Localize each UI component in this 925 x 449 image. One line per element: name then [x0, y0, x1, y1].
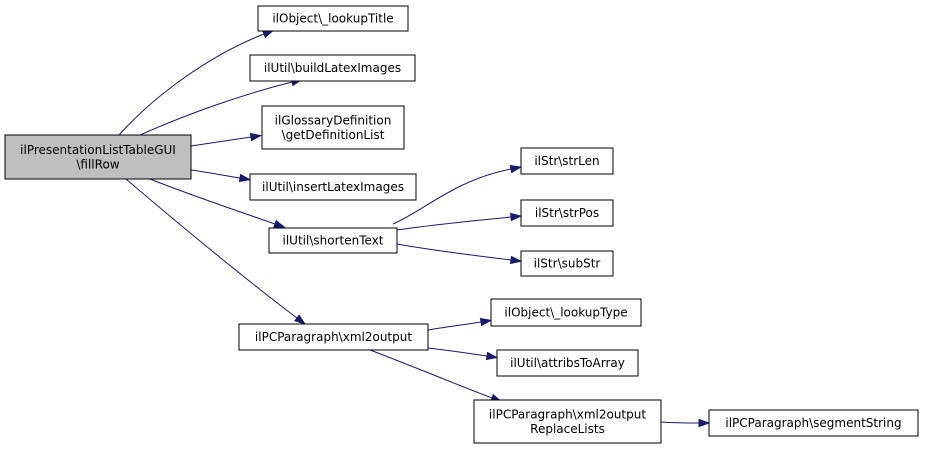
- edge-fill-row-to-lookup-title: [118, 29, 275, 136]
- node-label: ilUtil\attribsToArray: [510, 356, 625, 370]
- node-segment-string[interactable]: ilPCParagraph\segmentString: [708, 409, 919, 437]
- node-box: [249, 54, 416, 82]
- arrow-head: [510, 212, 523, 222]
- node-label: ilUtil\buildLatexImages: [264, 61, 401, 75]
- node-build-latex[interactable]: ilUtil\buildLatexImages: [249, 54, 416, 82]
- node-box: [249, 173, 417, 201]
- node-box: [520, 250, 614, 277]
- edge-shorten-text-to-str-pos: [396, 212, 523, 231]
- edge-line: [190, 136, 252, 147]
- node-fill-row[interactable]: ilPresentationListTableGUI\fillRow: [4, 134, 192, 180]
- arrow-head: [509, 164, 523, 174]
- edge-fill-row-to-glossary-def: [190, 132, 263, 147]
- node-label: ilGlossaryDefinition: [275, 113, 392, 127]
- arrow-head: [485, 351, 499, 361]
- node-label: ilPCParagraph\segmentString: [725, 416, 901, 430]
- node-box: [496, 349, 639, 377]
- node-label: ilStr\strPos: [535, 206, 599, 220]
- node-label: \getDefinitionList: [282, 128, 385, 142]
- arrow-head: [273, 219, 286, 228]
- node-attribs-to-array[interactable]: ilUtil\attribsToArray: [496, 349, 639, 377]
- edge-line: [118, 33, 265, 136]
- edge-line: [139, 81, 293, 136]
- node-str-len[interactable]: ilStr\strLen: [520, 147, 614, 175]
- node-box: [520, 199, 614, 227]
- edge-line: [190, 169, 241, 179]
- arrow-head: [479, 317, 493, 327]
- node-label: ilObject\_lookupTitle: [272, 12, 393, 26]
- node-label: ReplaceLists: [530, 422, 605, 436]
- node-shorten-text[interactable]: ilUtil\shortenText: [268, 227, 398, 254]
- node-box: [520, 147, 614, 175]
- node-label: \fillRow: [76, 157, 119, 171]
- edge-shorten-text-to-str-len: [392, 164, 523, 225]
- node-layer: ilPresentationListTableGUI\fillRow ilObje…: [4, 5, 919, 444]
- edge-line: [396, 216, 512, 231]
- node-box: [490, 298, 642, 327]
- node-box: [257, 5, 409, 32]
- edge-fill-row-to-xml2output: [125, 178, 307, 325]
- edge-fill-row-to-shorten-text: [149, 178, 286, 228]
- node-box: [473, 399, 662, 444]
- node-box: [708, 409, 919, 437]
- edge-xml2output-to-lookup-type: [427, 317, 493, 331]
- node-label: ilPCParagraph\xml2output: [489, 407, 646, 421]
- arrow-head: [238, 173, 252, 183]
- node-box: [4, 134, 192, 180]
- arrow-head: [294, 314, 307, 325]
- node-label: ilUtil\shortenText: [283, 234, 384, 248]
- node-box: [238, 323, 429, 351]
- edge-line: [125, 178, 298, 319]
- edge-xml2output-to-attribs-to-array: [427, 347, 499, 361]
- node-label: ilStr\subStr: [534, 257, 601, 271]
- edge-line: [427, 347, 488, 357]
- edge-xml2output-to-replace-lists: [369, 349, 503, 403]
- edge-line: [149, 178, 276, 225]
- arrow-head: [249, 132, 263, 142]
- node-label: ilPCParagraph\xml2output: [255, 330, 412, 344]
- node-str-pos[interactable]: ilStr\strPos: [520, 199, 614, 227]
- arrow-head: [698, 418, 711, 428]
- node-box: [261, 105, 405, 150]
- node-insert-latex[interactable]: ilUtil\insertLatexImages: [249, 173, 417, 201]
- edge-line: [369, 349, 493, 399]
- node-label: ilPresentationListTableGUI: [20, 143, 176, 157]
- node-lookup-title[interactable]: ilObject\_lookupTitle: [257, 5, 409, 32]
- edge-replace-lists-to-segment-string: [660, 418, 711, 428]
- edge-line: [660, 421, 700, 424]
- arrow-head: [509, 255, 523, 265]
- edge-shorten-text-to-sub-str: [396, 243, 523, 265]
- edge-line: [392, 168, 512, 225]
- node-xml2output[interactable]: ilPCParagraph\xml2output: [238, 323, 429, 351]
- node-sub-str[interactable]: ilStr\subStr: [520, 250, 614, 277]
- node-label: ilUtil\insertLatexImages: [262, 180, 404, 194]
- node-box: [268, 227, 398, 254]
- node-glossary-def[interactable]: ilGlossaryDefinition\getDefinitionList: [261, 105, 405, 150]
- node-label: ilStr\strLen: [534, 154, 599, 168]
- node-lookup-type[interactable]: ilObject\_lookupType: [490, 298, 642, 327]
- edge-line: [427, 321, 482, 331]
- edge-fill-row-to-insert-latex: [190, 169, 252, 183]
- edge-line: [396, 243, 512, 261]
- node-label: ilObject\_lookupType: [504, 306, 627, 320]
